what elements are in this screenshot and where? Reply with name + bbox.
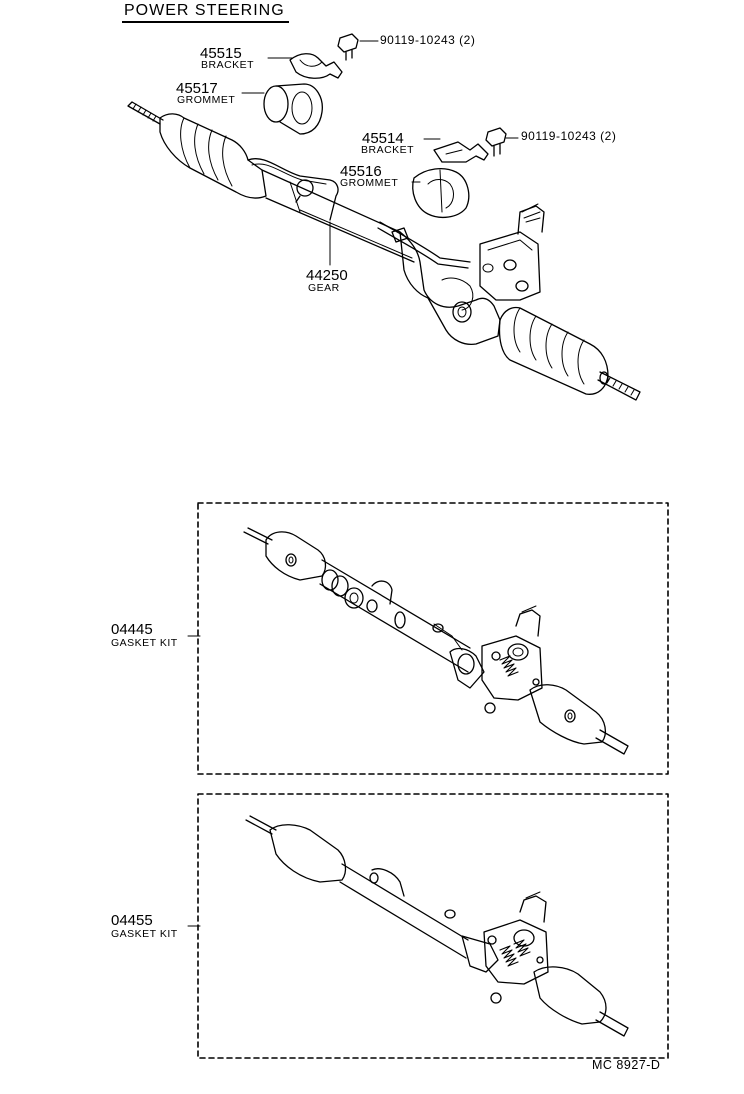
diagram-title: POWER STEERING xyxy=(122,2,289,23)
kit-name-04445: GASKET KIT xyxy=(111,637,178,649)
bolt-90119-b-drawing xyxy=(485,127,507,157)
bolt-90119-a-drawing xyxy=(337,33,359,61)
part-number-45516[interactable]: 45516 xyxy=(340,163,382,180)
grommet-45516-drawing xyxy=(412,167,470,219)
part-name-45514: BRACKET xyxy=(361,144,415,156)
kit-04455-frame xyxy=(197,793,669,1059)
kit-name-04455: GASKET KIT xyxy=(111,928,178,940)
figure-code: MC 8927-D xyxy=(592,1058,661,1072)
part-number-90119-b[interactable]: 90119-10243 (2) xyxy=(521,129,617,143)
kit-04445-drawing xyxy=(243,527,629,755)
part-number-90119-a[interactable]: 90119-10243 (2) xyxy=(380,33,476,47)
part-name-45515: BRACKET xyxy=(201,59,255,71)
part-name-44250: GEAR xyxy=(308,282,340,294)
grommet-45517-drawing xyxy=(263,83,323,135)
kit-04445-frame xyxy=(197,502,669,775)
part-number-45515[interactable]: 45515 xyxy=(200,45,242,62)
steering-gear-assembly xyxy=(127,101,641,401)
part-number-44250[interactable]: 44250 xyxy=(306,267,348,284)
bracket-45515-drawing xyxy=(289,53,343,79)
part-number-45517[interactable]: 45517 xyxy=(176,80,218,97)
part-name-45516: GROMMET xyxy=(340,177,399,189)
kit-04455-drawing xyxy=(245,815,629,1037)
part-name-45517: GROMMET xyxy=(177,94,236,106)
kit-number-04455[interactable]: 04455 xyxy=(111,912,153,929)
bracket-45514-drawing xyxy=(433,141,489,163)
leader-lines xyxy=(241,40,519,266)
part-number-45514[interactable]: 45514 xyxy=(362,130,404,147)
kit-number-04445[interactable]: 04445 xyxy=(111,621,153,638)
